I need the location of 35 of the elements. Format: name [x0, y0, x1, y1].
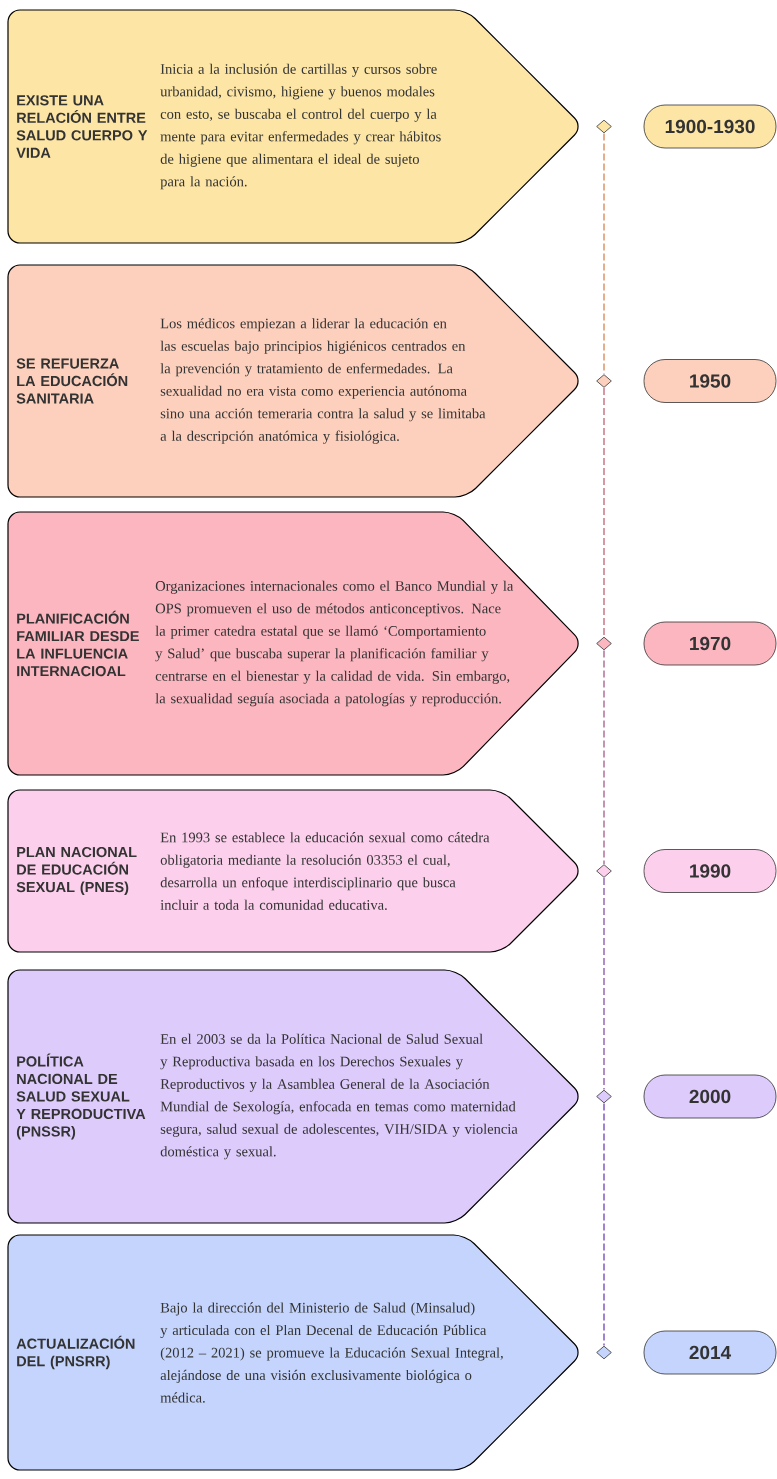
heading: ACTUALIZACIÓN DEL (PNSRR) [16, 1335, 135, 1370]
arrow-box [7, 1234, 579, 1471]
heading: POLÍTICA NACIONAL DE SALUD SEXUAL Y REPRODUCTIVA (PNSSR) [16, 1053, 146, 1140]
description: En 1993 se establece la educación sexual como cátedra obligatoria mediante la resolución 03353 el cual, desarrolla un enfoque interdisciplinario que busca incluir a toda la comunidad educativa. [160, 832, 490, 910]
arrow-box [7, 969, 579, 1224]
timeline-marker [596, 636, 612, 651]
description: Bajo la dirección del Ministerio de Salud (Minsalud) y articulada con el Plan Decenal de Educación Pública (2012 – 2021) se promueve la Educación Sexual Integral, alejándose de una visión exclusivamente biológica o médica. [160, 1302, 503, 1403]
heading: PLAN NACIONAL DE EDUCACIÓN SEXUAL (PNES) [16, 846, 137, 896]
timeline-line [603, 649, 605, 865]
timeline-marker [596, 864, 612, 878]
arrow-box [7, 9, 579, 244]
heading: SE REFUERZA LA EDUCACIÓN SANITARIA [16, 358, 128, 404]
timeline-line [603, 387, 605, 638]
year-pill: 1970 [643, 621, 777, 666]
year-pill: 1900-1930 [643, 104, 777, 149]
heading: PLANIFICACIÓN FAMILIAR DESDE LA INFLUENCIA INTERNACIOAL [17, 610, 139, 677]
description: Organizaciones internacionales como el Banco Mundial y la OPS promueven el uso de métodos anticonceptivos. Nace la primer catedra estatal que se llamó ‘Comportamiento y Salud’ que buscaba superar la planificación familiar y centrarse en el bienestar y la calidad de vida. Sin embargo, la sexualidad seguía asociada a patologías y reproducción. [155, 580, 514, 707]
arrow-box [7, 789, 579, 953]
description: Inicia a la inclusión de cartillas y cursos sobre urbanidad, civismo, higiene y buenos modales con esto, se buscaba el control del cuerpo y la mente para evitar enfermedades y crear hábitos de higiene que alimentara el ideal de sujeto para la nación. [160, 63, 441, 190]
description: En el 2003 se da la Política Nacional de Salud Sexual y Reproductiva basada en los Derechos Sexuales y Reproductivos y la Asamblea General de la Asociación Mundial de Sexología, enfocada en temas como maternidad segura, salud sexual de adolescentes, VIH/SIDA y violencia doméstica y sexual. [160, 1033, 518, 1160]
timeline-marker [596, 119, 612, 134]
timeline-marker [596, 374, 612, 388]
arrow-box [7, 511, 579, 776]
arrow-box [7, 264, 579, 498]
timeline-marker [596, 1089, 612, 1104]
timeline-marker [596, 1345, 612, 1360]
timeline-line [603, 132, 605, 375]
heading: EXISTE UNA RELACIÓN ENTRE SALUD CUERPO Y VIDA [16, 95, 148, 158]
description: Los médicos empiezan a liderar la educación en las escuelas bajo principios higiénicos centrados en la prevención y tratamiento de enfermedades. La sexualidad no era vista como experiencia autónoma sino una acción temeraria contra la salud y se limitaba a la descripción anatómica y fisiológica. [160, 318, 486, 444]
timeline-line [603, 877, 605, 1091]
year-pill: 1950 [643, 359, 777, 403]
year-pill: 2000 [643, 1074, 777, 1119]
year-pill: 2014 [643, 1330, 777, 1375]
year-pill: 1990 [643, 849, 777, 893]
timeline-line [603, 1102, 605, 1347]
